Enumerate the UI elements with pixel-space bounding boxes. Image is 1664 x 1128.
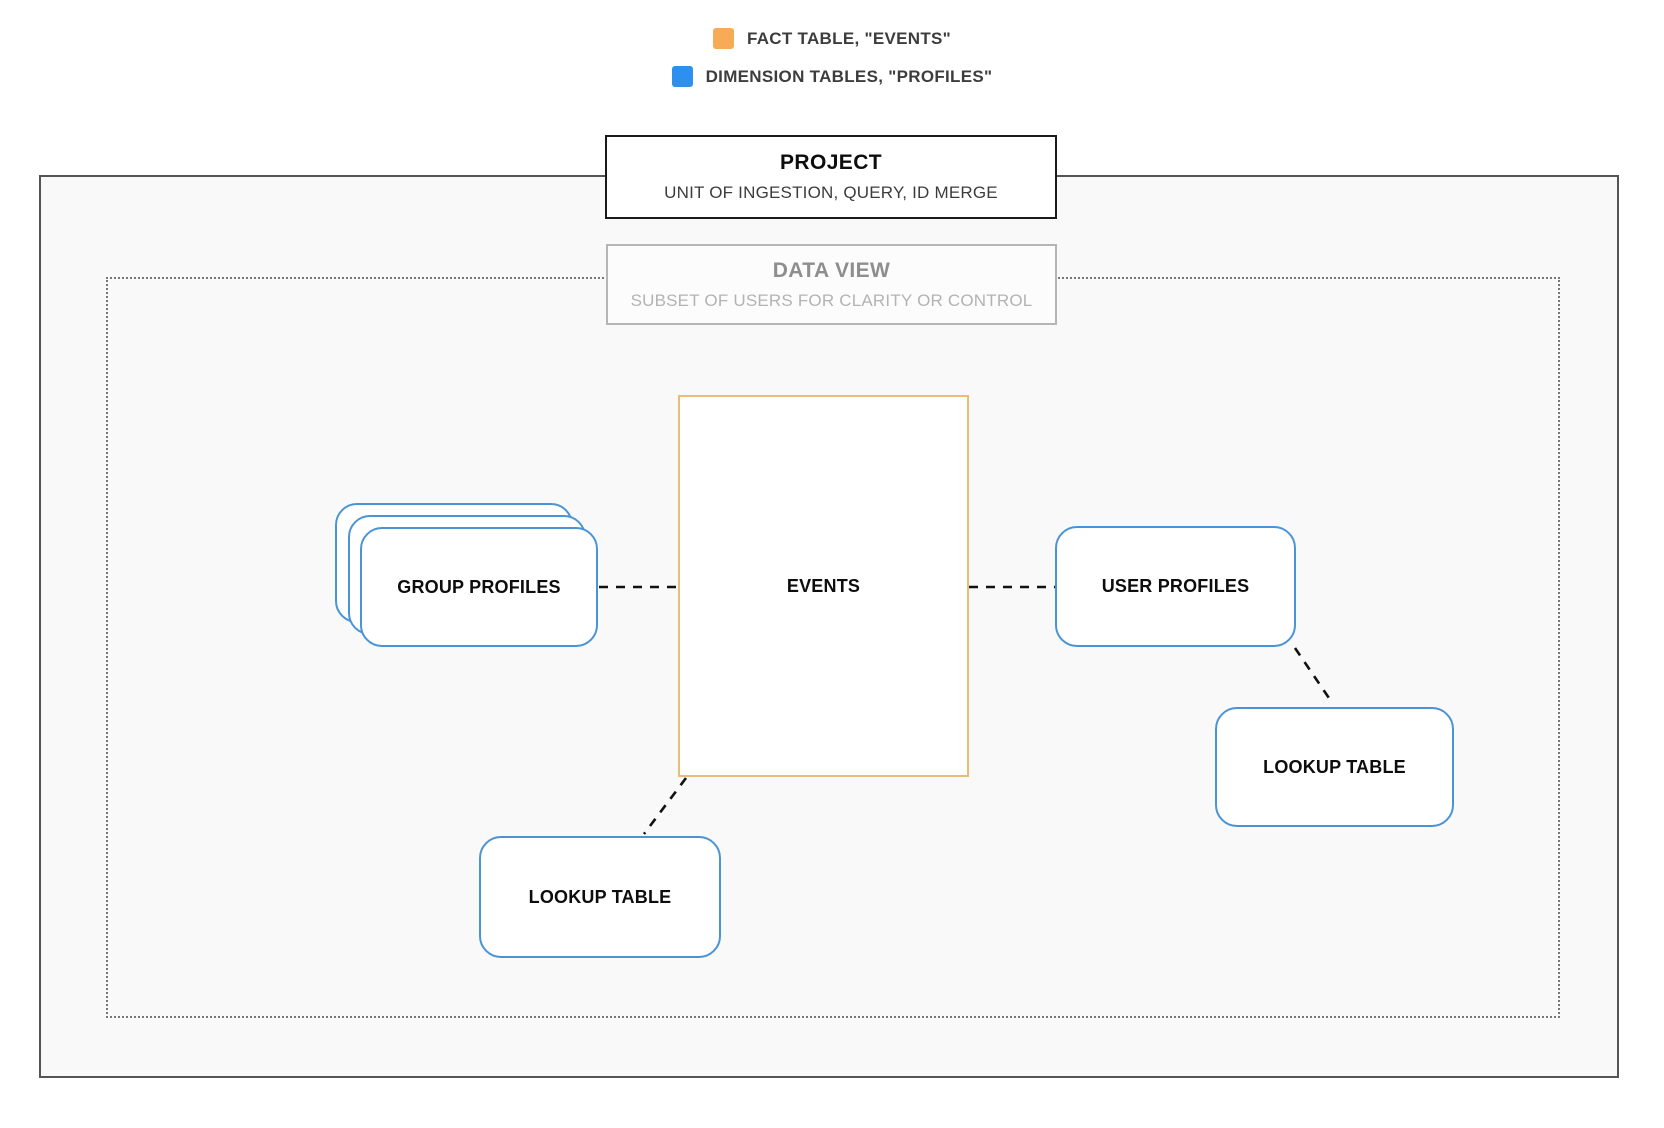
node-events-label: EVENTS [786,575,861,596]
legend-item-fact-table: FACT TABLE, "EVENTS" [712,28,952,49]
node-group-profiles-label: GROUP PROFILES [397,576,561,597]
data-view-subtitle: SUBSET OF USERS FOR CLARITY OR CONTROL [630,290,1033,310]
legend-item-label: FACT TABLE, "EVENTS" [746,28,952,48]
legend-item-dimension-tables: DIMENSION TABLES, "PROFILES" [671,66,993,87]
legend: FACT TABLE, "EVENTS" DIMENSION TABLES, "… [0,28,1664,87]
node-events: EVENTS [678,395,969,777]
node-lookup-table-bottom: LOOKUP TABLE [479,836,721,958]
node-user-profiles: USER PROFILES [1055,526,1296,647]
data-view-title: DATA VIEW [772,258,891,282]
data-view-header: DATA VIEW SUBSET OF USERS FOR CLARITY OR… [606,244,1057,325]
project-title: PROJECT [780,151,882,174]
node-user-profiles-label: USER PROFILES [1101,576,1250,596]
fact-table-swatch-icon [712,28,734,49]
node-lookup-table-right-label: LOOKUP TABLE [1263,756,1406,777]
node-lookup-table-right: LOOKUP TABLE [1215,707,1454,827]
node-lookup-table-bottom-label: LOOKUP TABLE [528,886,672,907]
node-group-profiles: GROUP PROFILES [360,527,598,647]
legend-item-label: DIMENSION TABLES, "PROFILES" [705,66,993,86]
project-subtitle: UNIT OF INGESTION, QUERY, ID MERGE [664,183,998,202]
project-header: PROJECT UNIT OF INGESTION, QUERY, ID MER… [605,135,1057,219]
dimension-table-swatch-icon [671,66,693,87]
